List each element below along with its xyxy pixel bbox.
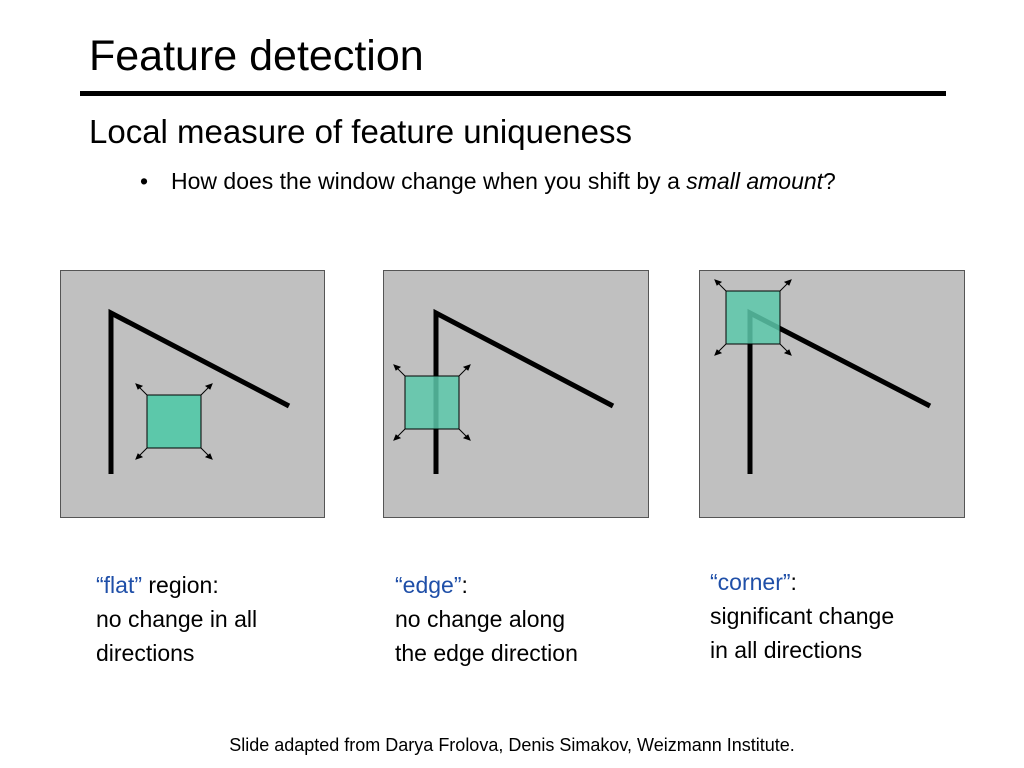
arrowhead [783,279,792,286]
arrow-up-right-icon [458,367,468,377]
panel-flat [60,270,325,518]
panel-corner [699,270,965,518]
caption-label-rest: region: [142,572,219,598]
bullet-text-italic: small amount [686,168,824,194]
caption-quote: “corner” [710,569,791,595]
arrowhead [462,434,471,441]
caption-corner: “corner”: significant change in all dire… [710,565,894,667]
caption-line: directions [96,640,195,666]
arrowhead [135,453,144,460]
caption-label-rest: : [461,572,468,598]
arrowhead [135,383,144,390]
sliding-window [146,394,202,449]
arrowhead [204,453,213,460]
arrow-down-right-icon [200,447,210,457]
arrowhead [393,434,402,441]
arrowhead [714,349,723,356]
caption-line: no change in all [96,606,258,632]
arrow-down-right-icon [458,428,468,438]
slide-title: Feature detection [89,32,424,80]
image-background [60,270,325,518]
caption-quote: “flat” [96,572,142,598]
arrow-down-left-icon [717,343,727,353]
arrow-up-left-icon [396,367,406,377]
arrowhead [204,383,213,390]
bullet-text-after: ? [823,168,836,194]
arrow-down-left-icon [138,447,148,457]
caption-label-rest: : [790,569,797,595]
arrow-up-right-icon [200,386,210,396]
title-divider [80,91,946,96]
sliding-window [725,290,781,345]
bullet-item: • How does the window change when you shi… [140,166,836,196]
arrowhead [393,364,402,371]
arrowhead [714,279,723,286]
arrow-up-left-icon [138,386,148,396]
caption-heading: “edge”: [395,568,578,602]
arrow-down-left-icon [396,428,406,438]
caption-edge: “edge”: no change along the edge directi… [395,568,578,670]
arrow-up-left-icon [717,282,727,292]
caption-heading: “corner”: [710,565,894,599]
caption-quote: “edge” [395,572,462,598]
bullet-text-before: How does the window change when you shif… [171,168,687,194]
arrowhead [783,349,792,356]
caption-line: significant change [710,603,895,629]
slide-credit: Slide adapted from Darya Frolova, Denis … [229,735,795,755]
caption-flat: “flat” region: no change in all directio… [96,568,257,670]
panel-edge [383,270,649,518]
bullet-marker: • [140,168,149,194]
sliding-window [404,375,460,430]
slide-subtitle: Local measure of feature uniqueness [89,113,633,150]
caption-heading: “flat” region: [96,568,257,602]
corner-shape [108,308,291,474]
caption-line: in all directions [710,637,863,663]
arrow-down-right-icon [779,343,789,353]
arrowhead [462,364,471,371]
arrow-up-right-icon [779,282,789,292]
caption-line: the edge direction [395,640,578,666]
caption-line: no change along [395,606,566,632]
